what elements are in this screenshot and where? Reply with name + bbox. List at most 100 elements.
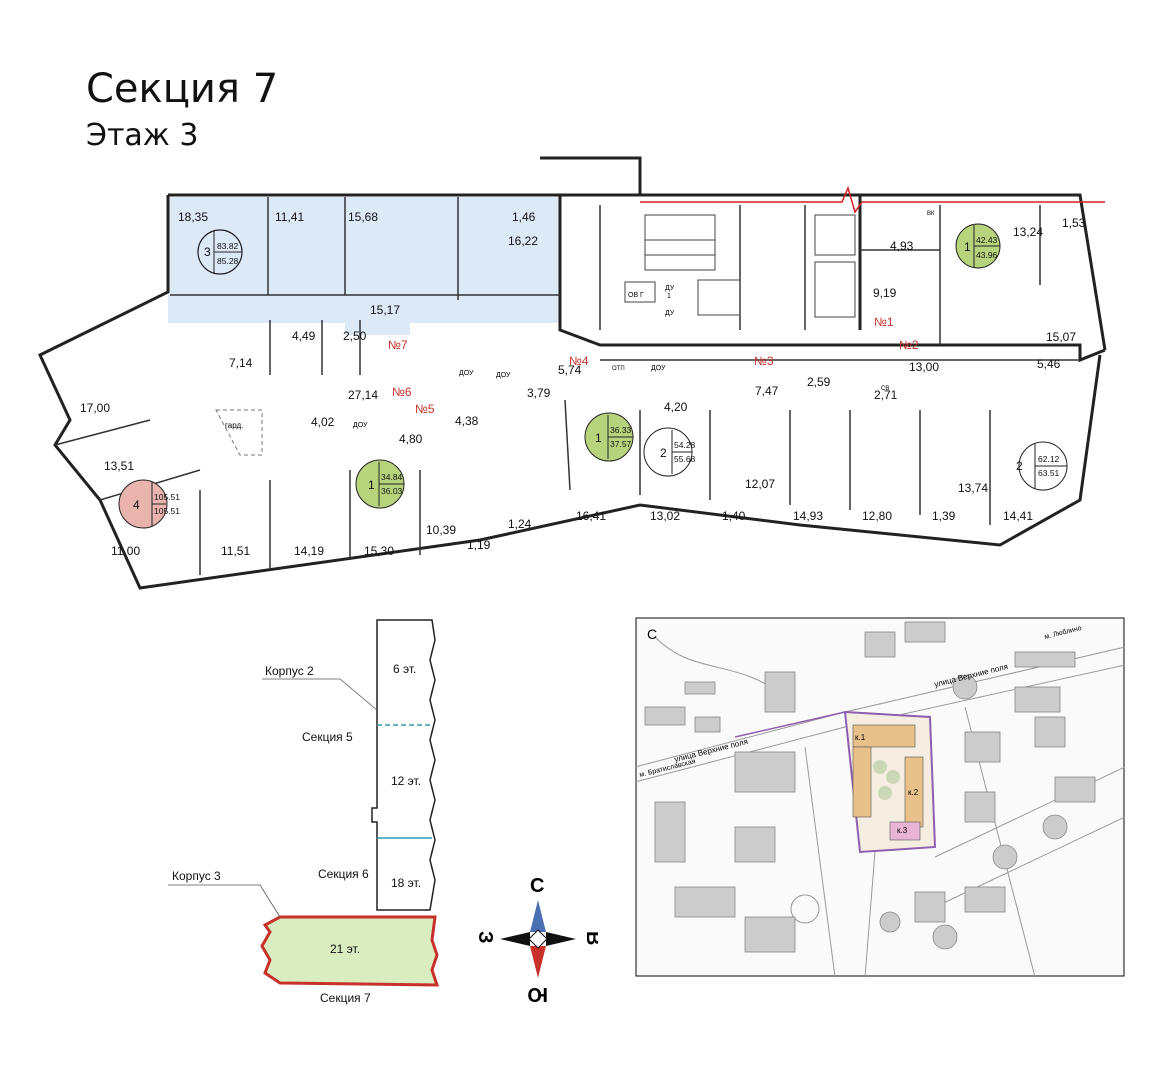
- access-road: [734, 711, 931, 738]
- sv-label: СВ: [881, 386, 889, 392]
- room-area: 13,51: [104, 459, 134, 473]
- badge-rooms: 3: [204, 245, 211, 259]
- badge-rooms: 1: [595, 431, 602, 445]
- marker-6: №6: [392, 385, 412, 399]
- marker-5: №5: [415, 402, 435, 416]
- apartment-badge[interactable]: 1 42.43 43.96: [955, 223, 1001, 269]
- room-area: 18,35: [178, 210, 208, 224]
- room-area: 11,51: [221, 544, 250, 558]
- site-buildings: [852, 724, 924, 841]
- badge-total: 36.03: [381, 486, 403, 496]
- inner-walls: [54, 197, 1080, 575]
- apartment-badge[interactable]: 1 34.84 36.03: [355, 459, 405, 509]
- apartment-selected-fill[interactable]: [168, 197, 560, 335]
- room-area: 15,30: [364, 544, 394, 558]
- room-areas: 18,35 11,41 15,68 1,46 16,22 15,17 4,49 …: [80, 210, 1086, 558]
- room-area: 11,00: [111, 544, 140, 558]
- section-7-shape[interactable]: [260, 915, 440, 987]
- badge-total: 43.96: [976, 250, 998, 260]
- room-area: 4,38: [455, 414, 479, 428]
- room-area: 4,20: [664, 400, 688, 414]
- room-area: 17,00: [80, 401, 110, 415]
- dou-label: ДОУ: [459, 370, 474, 377]
- korpus2-leader: [262, 678, 378, 711]
- room-area: 13,02: [650, 509, 680, 523]
- site-k3: к.3: [897, 826, 908, 835]
- marker-7: №7: [388, 338, 408, 352]
- badge-rooms: 1: [368, 478, 375, 492]
- room-area: 16,41: [576, 509, 606, 523]
- site-k2: к.2: [908, 788, 919, 797]
- badge-living: 83.82: [217, 241, 239, 251]
- dou-label: ДОУ: [496, 372, 511, 379]
- room-area: 14,93: [793, 509, 823, 523]
- badge-living: 36.33: [610, 425, 632, 435]
- badge-rooms: 2: [1016, 459, 1023, 473]
- du-label: ДУ: [665, 285, 675, 292]
- map-buildings: [644, 621, 1096, 953]
- badge-total: 85.28: [217, 256, 239, 266]
- badge-total: 55.68: [674, 454, 696, 464]
- room-area: 16,22: [508, 234, 538, 248]
- apartment-badge[interactable]: 2 54.28 55.68: [643, 427, 696, 477]
- badge-total: 37.57: [610, 439, 632, 449]
- floors-21: 21 эт.: [330, 942, 360, 956]
- room-area: 14,19: [294, 544, 324, 558]
- compass-east: В: [582, 931, 598, 945]
- room-area: 4,80: [399, 432, 423, 446]
- du-label: ДУ: [665, 310, 675, 317]
- room-area: 9,19: [873, 286, 897, 300]
- floor-title: Этаж 3: [86, 118, 199, 153]
- entrance-markers: №1 №2 №3 №4 №5 №6 №7: [388, 315, 919, 416]
- badge-living: 62.12: [1038, 454, 1060, 464]
- stair-core: [624, 214, 856, 318]
- room-area: 1,40: [722, 509, 746, 523]
- badge-living: 54.28: [674, 440, 696, 450]
- room-area: 1,19: [467, 538, 491, 552]
- marker-4: №4: [569, 354, 589, 368]
- apartment-badge[interactable]: 2 62.12 63.51: [1016, 441, 1068, 491]
- room-area: 10,39: [426, 523, 456, 537]
- room-area: 7,14: [229, 356, 253, 370]
- compass-east-arrow: [546, 932, 576, 946]
- floor-plan: 18,35 11,41 15,68 1,46 16,22 15,17 4,49 …: [38, 156, 1107, 590]
- badge-total: 63.51: [1038, 468, 1060, 478]
- room-area: 15,17: [370, 303, 400, 317]
- room-area: 1,53: [1062, 216, 1086, 230]
- room-area: 4,02: [311, 415, 335, 429]
- site-map: к.1 к.2 к.3 улица Верхние поля улица Вер…: [635, 617, 1125, 977]
- compass-north-arrow: [530, 900, 546, 932]
- section7-label: Секция 7: [320, 991, 371, 1005]
- building-scheme: Корпус 2 Корпус 3 Секция 5 Секция 6 Секц…: [168, 619, 440, 1005]
- section-border-line: [640, 185, 1105, 214]
- apartment-badge[interactable]: 3 83.82 85.28: [197, 229, 243, 275]
- vk-label: ВК: [927, 211, 935, 217]
- badge-rooms: 2: [660, 446, 667, 460]
- compass-south: Ю: [527, 983, 548, 1005]
- room-area: 15,68: [348, 210, 378, 224]
- marker-3: №3: [754, 354, 774, 368]
- floors-6: 6 эт.: [393, 662, 416, 676]
- section-title: Секция 7: [86, 66, 279, 112]
- section6-label: Секция 6: [318, 867, 369, 881]
- floors-18: 18 эт.: [391, 876, 421, 890]
- room-area: 2,71: [874, 388, 898, 402]
- compass-north: С: [530, 875, 544, 897]
- service-labels: гард. ОВ Г ДУ 1 ДУ ДОУ ДОУ ДОУ ДОУ ОТП В…: [225, 211, 935, 430]
- section5-label: Секция 5: [302, 730, 353, 744]
- badge-living: 42.43: [976, 235, 998, 245]
- room-area: 13,74: [958, 481, 988, 495]
- compass-south-arrow: [530, 946, 546, 978]
- apartment-badge[interactable]: 1 36.33 37.57: [584, 412, 634, 462]
- otp-label: ОТП: [612, 366, 625, 372]
- room-area: 3,79: [527, 386, 551, 400]
- room-area: 15,07: [1046, 330, 1076, 344]
- korpus3-label: Корпус 3: [172, 869, 221, 883]
- badge-living: 105.51: [154, 492, 180, 502]
- compass: С Ю З В: [478, 875, 598, 1005]
- apartment-badge[interactable]: 4 105.51 105.51: [118, 479, 180, 529]
- badge-total: 105.51: [154, 506, 180, 516]
- room-area: 14,41: [1003, 509, 1033, 523]
- room-area: 1,39: [932, 509, 956, 523]
- room-area: 13,00: [909, 360, 939, 374]
